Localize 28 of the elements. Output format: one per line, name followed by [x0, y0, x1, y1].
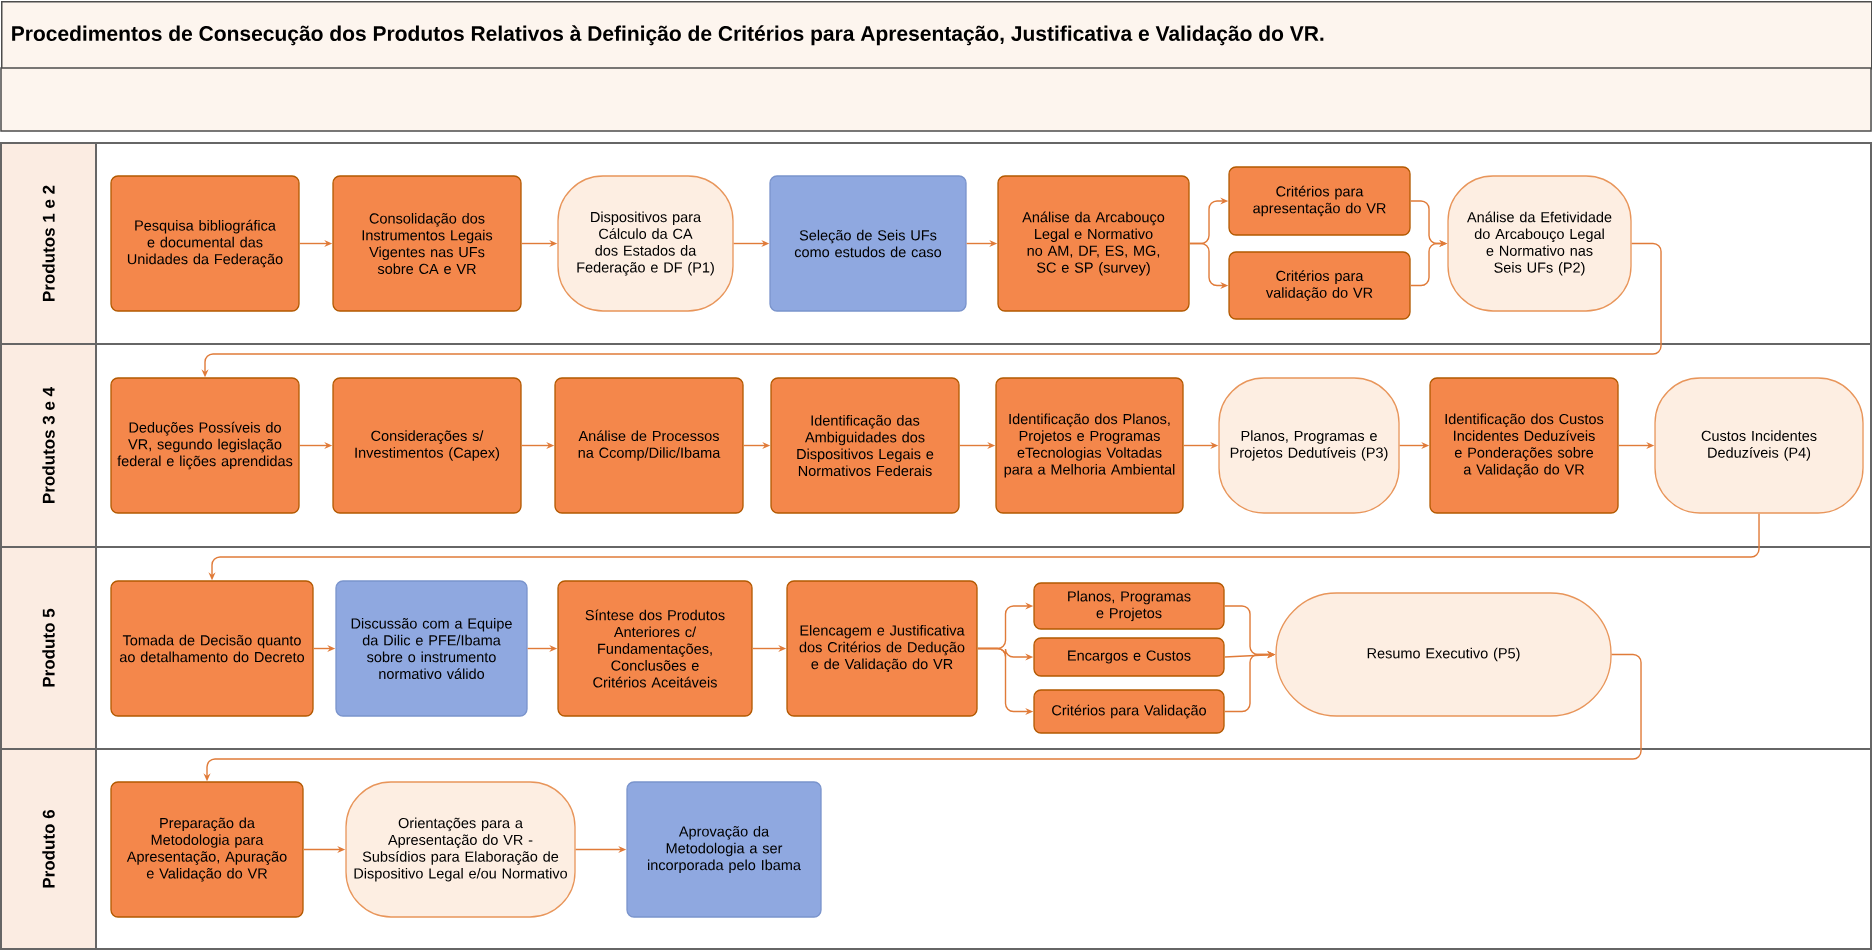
process-box: Pesquisa bibliográfica e documental das Unidades da Federação: [110, 175, 300, 312]
result-box: Resumo Executivo (P5): [1275, 592, 1612, 717]
result-box: Dispositivos para Cálculo da CA dos Estados da Federação e DF (P1): [557, 175, 734, 312]
process-box: Discussão com a Equipe da Dilic e PFE/Ibama sobre o instrumento normativo válido: [335, 580, 528, 717]
process-box: Consolidação dos Instrumentos Legais Vigentes nas UFs sobre CA e VR: [332, 175, 522, 312]
process-box: Critérios para validação do VR: [1228, 251, 1411, 320]
process-box: Análise da Arcabouço Legal e Normativo no AM, DF, ES, MG, SC e SP (survey): [997, 175, 1190, 312]
process-box: Síntese dos Produtos Anteriores c/ Fundamentações, Conclusões e Critérios Aceitáveis: [557, 580, 753, 717]
process-box: Encargos e Custos: [1033, 637, 1225, 677]
title-bar: Procedimentos de Consecução dos Produtos Relativos à Definição de Critérios para Apresentação, Justificativa e Validação do VR.: [1, 1, 1872, 70]
process-box: Tomada de Decisão quanto ao detalhamento do Decreto: [110, 580, 314, 717]
process-box: Identificação dos Custos Incidentes Deduzíveis e Ponderações sobre a Validação do VR: [1429, 377, 1619, 514]
process-box: Critérios para Validação: [1033, 689, 1225, 734]
process-box: Análise de Processos na Ccomp/Dilic/Ibama: [554, 377, 744, 514]
process-box: Aprovação da Metodologia a ser incorporada pelo Ibama: [626, 781, 822, 918]
process-box: Identificação dos Planos, Projetos e Programas eTecnologias Voltadas para a Melhoria Ambiental: [995, 377, 1184, 514]
process-box: Elencagem e Justificativa dos Critérios de Dedução e de Validação do VR: [786, 580, 978, 717]
process-box: Planos, Programas e Projetos: [1033, 582, 1225, 630]
result-box: Orientações para a Apresentação do VR - Subsídios para Elaboração de Dispositivo Legal e/ou Normativo: [345, 781, 576, 918]
result-box: Custos Incidentes Deduzíveis (P4): [1654, 377, 1864, 514]
process-box: Considerações s/ Investimentos (Capex): [332, 377, 522, 514]
result-box: Planos, Programas e Projetos Dedutíveis (P3): [1218, 377, 1400, 514]
process-box: Critérios para apresentação do VR: [1228, 166, 1411, 236]
result-box: Análise da Efetividade do Arcabouço Legal e Normativo nas Seis UFs (P2): [1447, 175, 1632, 312]
process-box: Preparação da Metodologia para Apresentação, Apuração e Validação do VR: [110, 781, 304, 918]
process-box: Deduções Possíveis do VR, segundo legislação federal e lições aprendidas: [110, 377, 300, 514]
process-box: Identificação das Ambiguidades dos Dispositivos Legais e Normativos Federais: [770, 377, 960, 514]
process-box: Seleção de Seis UFs como estudos de caso: [769, 175, 967, 312]
